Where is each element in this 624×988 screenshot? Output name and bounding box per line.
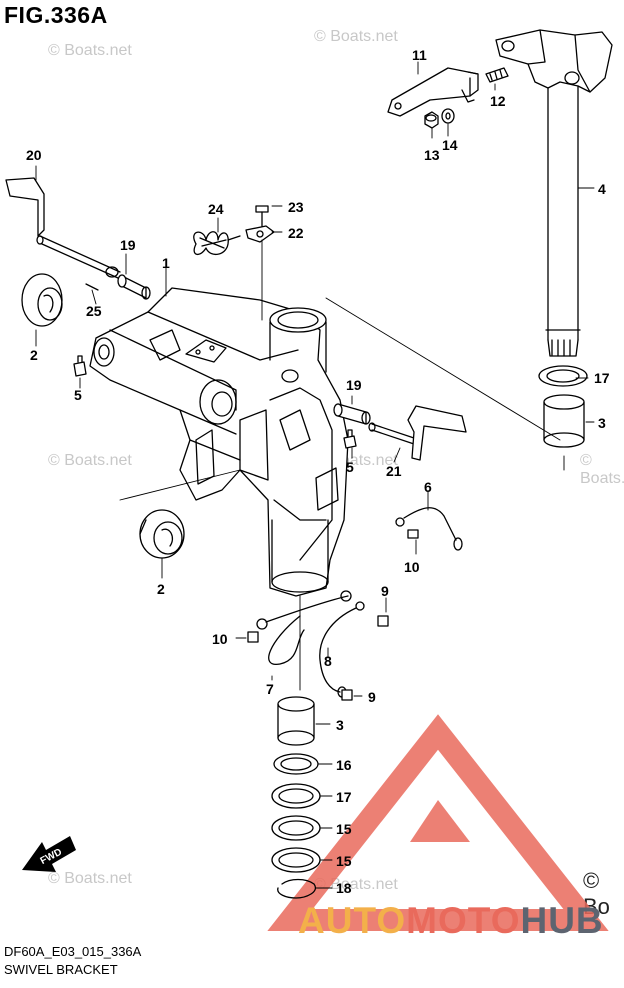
part-cap-2-upper (21, 273, 63, 327)
callout-10b: 10 (212, 631, 228, 647)
figure-name: SWIVEL BRACKET (4, 962, 118, 977)
part-bolt-9a (377, 615, 389, 627)
callout-19a: 19 (120, 237, 136, 253)
callout-8: 8 (324, 653, 332, 669)
part-bolt-10b (247, 618, 268, 643)
callout-23: 23 (288, 199, 304, 215)
part-washer-15b (271, 847, 321, 873)
part-grease-nipple-5b (343, 429, 357, 449)
part-grease-nipple-5a (73, 355, 87, 377)
part-washer-15a (271, 815, 321, 841)
callout-3b: 3 (336, 717, 344, 733)
callout-7: 7 (266, 681, 274, 697)
figure-title: FIG.336A (4, 2, 108, 28)
part-washer-14 (441, 108, 455, 124)
callout-18: 18 (336, 880, 352, 896)
part-pin-25 (85, 283, 99, 291)
callout-3a: 3 (598, 415, 606, 431)
callout-21: 21 (386, 463, 402, 479)
callout-labels: 1 2 2 3 3 4 5 5 6 7 8 9 9 10 10 11 12 13… (26, 47, 610, 896)
part-bolt-12 (485, 67, 509, 83)
callout-24: 24 (208, 201, 224, 217)
callout-5a: 5 (74, 387, 82, 403)
part-nut-13 (424, 111, 439, 129)
callout-19b: 19 (346, 377, 362, 393)
callout-11: 11 (412, 47, 427, 63)
part-bushing-19 (117, 274, 151, 300)
callout-20: 20 (26, 147, 42, 163)
leader-lines (35, 61, 595, 889)
part-bolt-10a (407, 529, 419, 539)
fwd-arrow-icon: FWD (22, 836, 76, 872)
logo-triangle (267, 714, 609, 931)
callout-16: 16 (336, 757, 352, 773)
callout-17a: 17 (594, 370, 610, 386)
part-bolt-23 (255, 205, 269, 227)
watermark: © Boats.net (48, 452, 132, 469)
callout-2b: 2 (157, 581, 165, 597)
part-bushing-19b (333, 403, 371, 425)
callout-9b: 9 (368, 689, 376, 705)
callout-4: 4 (598, 181, 606, 197)
part-spring-24 (193, 231, 241, 255)
callout-2a: 2 (30, 347, 38, 363)
part-tilt-lever-20 (5, 177, 121, 279)
logo-part-hub: HUB (520, 900, 604, 941)
callout-13: 13 (424, 147, 440, 163)
callout-6: 6 (424, 479, 432, 495)
logo-part-auto: AUTO (298, 900, 407, 941)
part-circlip-18 (277, 878, 317, 899)
part-clip-22 (245, 225, 275, 243)
part-ground-wire-6 (395, 507, 463, 551)
part-bolt-9b (341, 689, 353, 701)
logo-part-moto: MOTO (406, 900, 521, 941)
callout-10a: 10 (404, 559, 420, 575)
part-ground-wire-8 (319, 601, 365, 698)
callout-5b: 5 (346, 459, 354, 475)
callout-12: 12 (490, 93, 506, 109)
callout-14: 14 (442, 137, 458, 153)
callout-25: 25 (86, 303, 102, 319)
callout-15a: 15 (336, 821, 352, 837)
callout-9a: 9 (381, 583, 389, 599)
watermark: © Boats.net (48, 42, 132, 59)
watermark: © Boats.net (580, 452, 624, 487)
part-bushing-3-upper (543, 394, 585, 448)
part-washer-17-lower (271, 783, 321, 809)
part-bracket-11 (387, 67, 479, 117)
watermark: © Boats.net (314, 28, 398, 45)
callout-22: 22 (288, 225, 304, 241)
part-ground-wire-7 (265, 590, 352, 665)
part-bushing-3-lower (277, 696, 315, 746)
part-washer-16 (273, 753, 319, 775)
figure-code: DF60A_E03_015_336A (4, 944, 142, 959)
part-swivel-bracket-1 (89, 287, 349, 597)
callout-15b: 15 (336, 853, 352, 869)
callout-17b: 17 (336, 789, 352, 805)
part-lever-21 (368, 405, 467, 461)
part-washer-17-upper (538, 365, 588, 387)
watermark: © Boats.net (48, 870, 132, 887)
part-steering-shaft (495, 29, 613, 357)
part-cap-2-lower (139, 509, 185, 559)
logo-wordmark: AUTOMOTOHUB (298, 900, 604, 942)
callout-1: 1 (162, 255, 170, 271)
